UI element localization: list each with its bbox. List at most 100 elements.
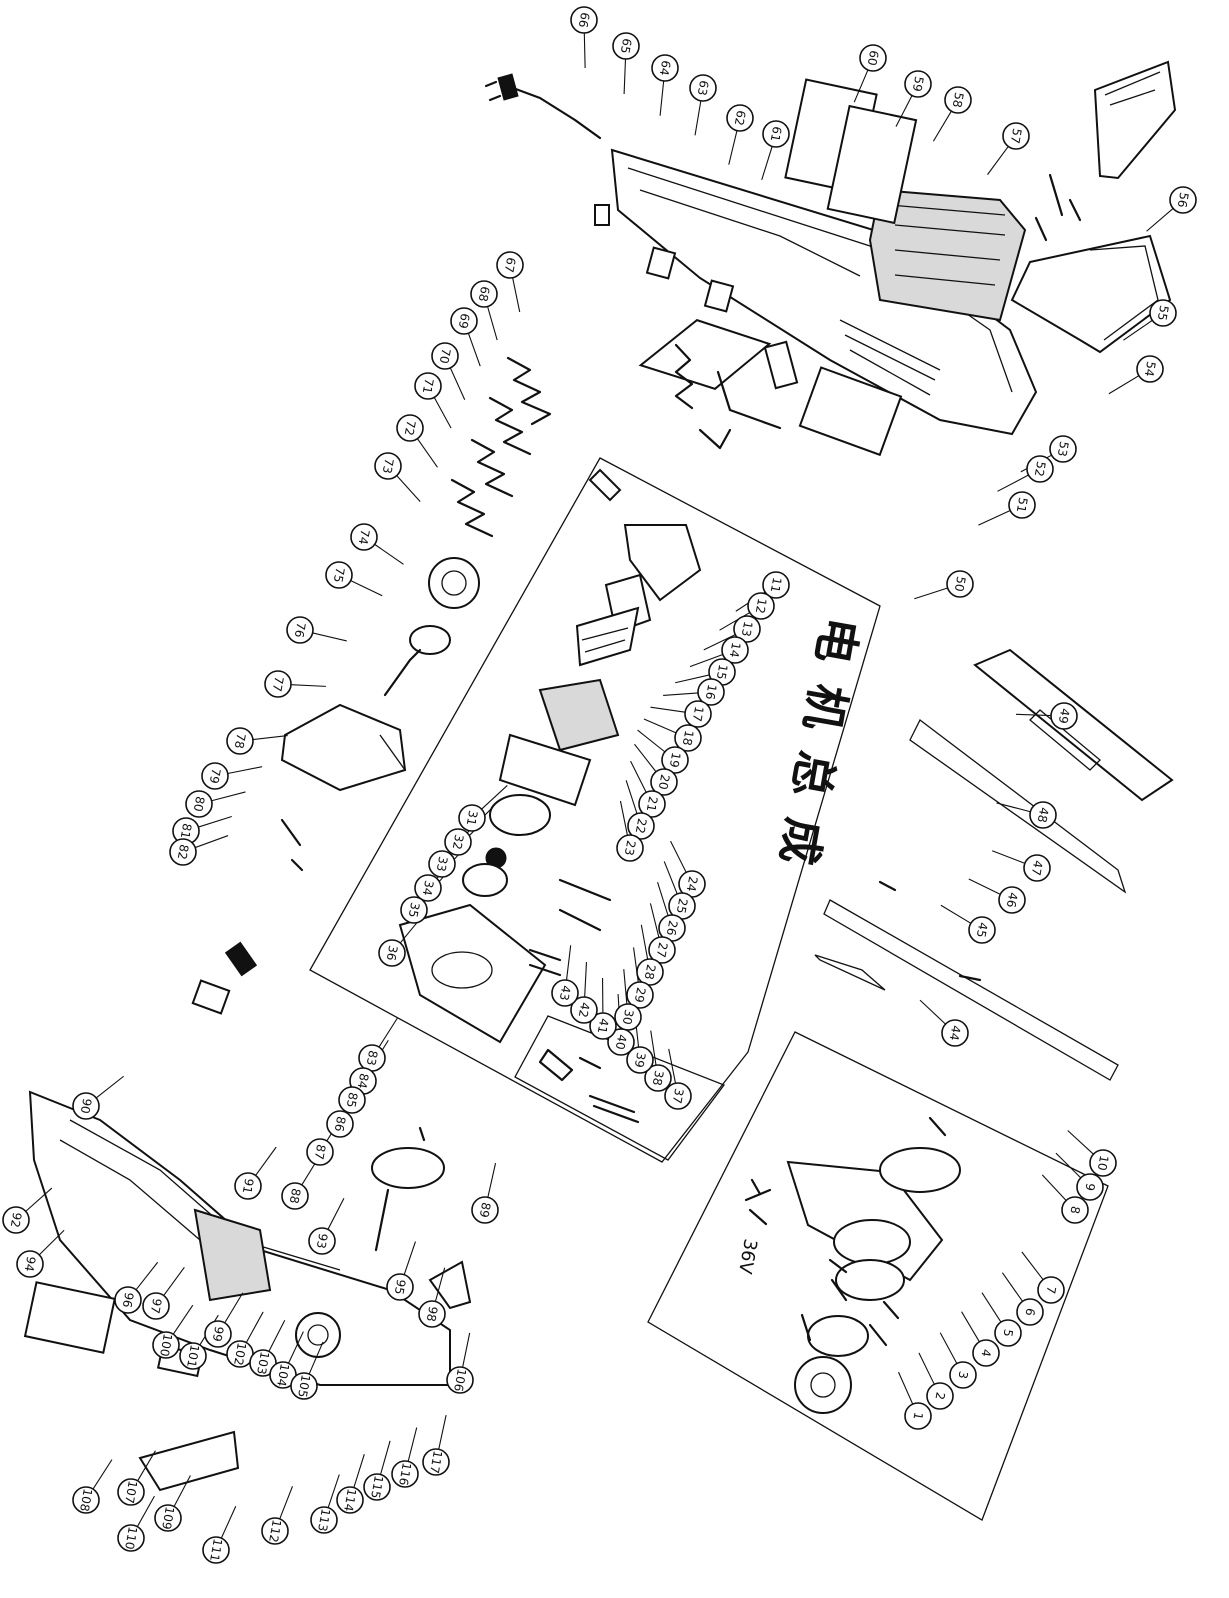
- leader-line: [634, 743, 657, 773]
- part-balloon-47: 47: [1023, 854, 1051, 882]
- part-number-text: 71: [420, 377, 436, 394]
- part-number-text: 102: [231, 1342, 249, 1367]
- part-balloon-46: 46: [998, 886, 1026, 914]
- leader-line: [961, 1311, 980, 1343]
- trigger-parts: [191, 356, 552, 1015]
- part-number-text: 60: [865, 49, 881, 66]
- leader-line: [95, 1075, 125, 1099]
- leader-line: [919, 999, 946, 1025]
- handle-assembly: [1010, 60, 1177, 354]
- part-balloon-109: 109: [154, 1504, 182, 1532]
- leader-line: [512, 277, 521, 313]
- part-balloon-51: 51: [1008, 491, 1036, 519]
- part-number-text: 6: [1022, 1307, 1037, 1317]
- part-balloon-58: 58: [944, 86, 972, 114]
- leader-line: [290, 684, 326, 687]
- part-balloon-15: 15: [708, 658, 736, 686]
- leader-line: [630, 760, 647, 793]
- part-balloon-73: 73: [374, 452, 402, 480]
- part-balloon-44: 44: [941, 1019, 969, 1047]
- part-balloon-34: 34: [414, 874, 442, 902]
- part-balloon-90: 90: [72, 1092, 100, 1120]
- part-number-text: 58: [950, 91, 966, 108]
- part-balloon-67: 67: [496, 251, 524, 279]
- part-number-text: 65: [618, 37, 634, 54]
- leader-line: [211, 791, 246, 802]
- leader-line: [38, 1229, 65, 1256]
- part-balloon-93: 93: [308, 1227, 336, 1255]
- part-number-text: 73: [380, 457, 396, 474]
- part-number-text: 1: [910, 1411, 925, 1421]
- part-balloon-89: 89: [471, 1196, 499, 1224]
- leader-line: [623, 58, 627, 94]
- part-balloon-10: 10: [1089, 1149, 1117, 1177]
- leader-line: [25, 1187, 53, 1212]
- part-number-text: 67: [502, 256, 518, 273]
- part-balloon-59: 59: [904, 70, 932, 98]
- motor-assembly-box: [309, 457, 881, 1163]
- leader-line: [991, 850, 1026, 864]
- part-number-text: 107: [122, 1480, 140, 1505]
- part-balloon-71: 71: [414, 372, 442, 400]
- part-number-text: 62: [732, 109, 748, 126]
- part-number-text: 77: [270, 675, 286, 692]
- leader-line: [657, 882, 669, 916]
- part-balloon-74: 74: [350, 523, 378, 551]
- part-balloon-55: 55: [1149, 299, 1177, 327]
- leader-line: [914, 587, 948, 600]
- leader-line: [1146, 208, 1174, 232]
- part-balloon-101: 101: [179, 1342, 207, 1370]
- part-balloon-56: 56: [1169, 186, 1197, 214]
- part-number-text: 13: [739, 620, 755, 637]
- part-balloon-12: 12: [747, 592, 775, 620]
- part-number-text: 76: [292, 621, 308, 638]
- part-balloon-79: 79: [201, 762, 229, 790]
- part-number-text: 68: [476, 285, 492, 302]
- part-number-text: 35: [406, 901, 422, 918]
- part-number-text: 42: [576, 1001, 592, 1018]
- leader-line: [1041, 1174, 1067, 1201]
- leader-line: [403, 1241, 417, 1275]
- svg-text:电机总成: 电机总成: [767, 613, 867, 890]
- leader-line: [327, 1474, 340, 1508]
- leader-line: [981, 1292, 1002, 1323]
- leader-line: [462, 1332, 471, 1368]
- leader-line: [312, 632, 347, 642]
- part-balloon-22: 22: [627, 812, 655, 840]
- part-number-text: 101: [184, 1344, 202, 1369]
- leader-line: [689, 653, 724, 668]
- leader-line: [438, 1414, 447, 1450]
- part-balloon-69: 69: [450, 307, 478, 335]
- spec-label: 36V: [734, 1237, 761, 1276]
- leader-line: [487, 306, 498, 341]
- part-number-text: 18: [680, 729, 696, 746]
- part-balloon-92: 92: [2, 1206, 30, 1234]
- part-balloon-37: 37: [664, 1082, 692, 1110]
- part-number-text: 24: [684, 875, 700, 892]
- part-number-text: 104: [274, 1363, 292, 1388]
- leader-line: [968, 878, 1001, 895]
- leader-line: [663, 692, 699, 696]
- leader-line: [224, 1292, 244, 1324]
- part-balloon-32: 32: [444, 828, 472, 856]
- part-balloon-108: 108: [72, 1486, 100, 1514]
- part-balloon-80: 80: [185, 790, 213, 818]
- part-number-text: 85: [344, 1091, 360, 1108]
- leader-line: [728, 130, 738, 165]
- leader-line: [932, 110, 952, 142]
- part-number-text: 108: [77, 1488, 95, 1513]
- main-housing: [610, 78, 1038, 457]
- part-balloon-21: 21: [638, 790, 666, 818]
- leader-line: [92, 1459, 113, 1490]
- part-balloon-4: 4: [972, 1339, 1000, 1367]
- part-number-text: 54: [1142, 360, 1158, 377]
- part-balloon-5: 5: [994, 1319, 1022, 1347]
- part-balloon-117: 117: [422, 1448, 450, 1476]
- part-balloon-2: 2: [926, 1382, 954, 1410]
- part-number-text: 74: [356, 528, 372, 545]
- part-number-text: 25: [674, 897, 690, 914]
- part-number-text: 48: [1035, 806, 1051, 823]
- part-number-text: 91: [240, 1177, 256, 1194]
- leader-line: [619, 800, 628, 836]
